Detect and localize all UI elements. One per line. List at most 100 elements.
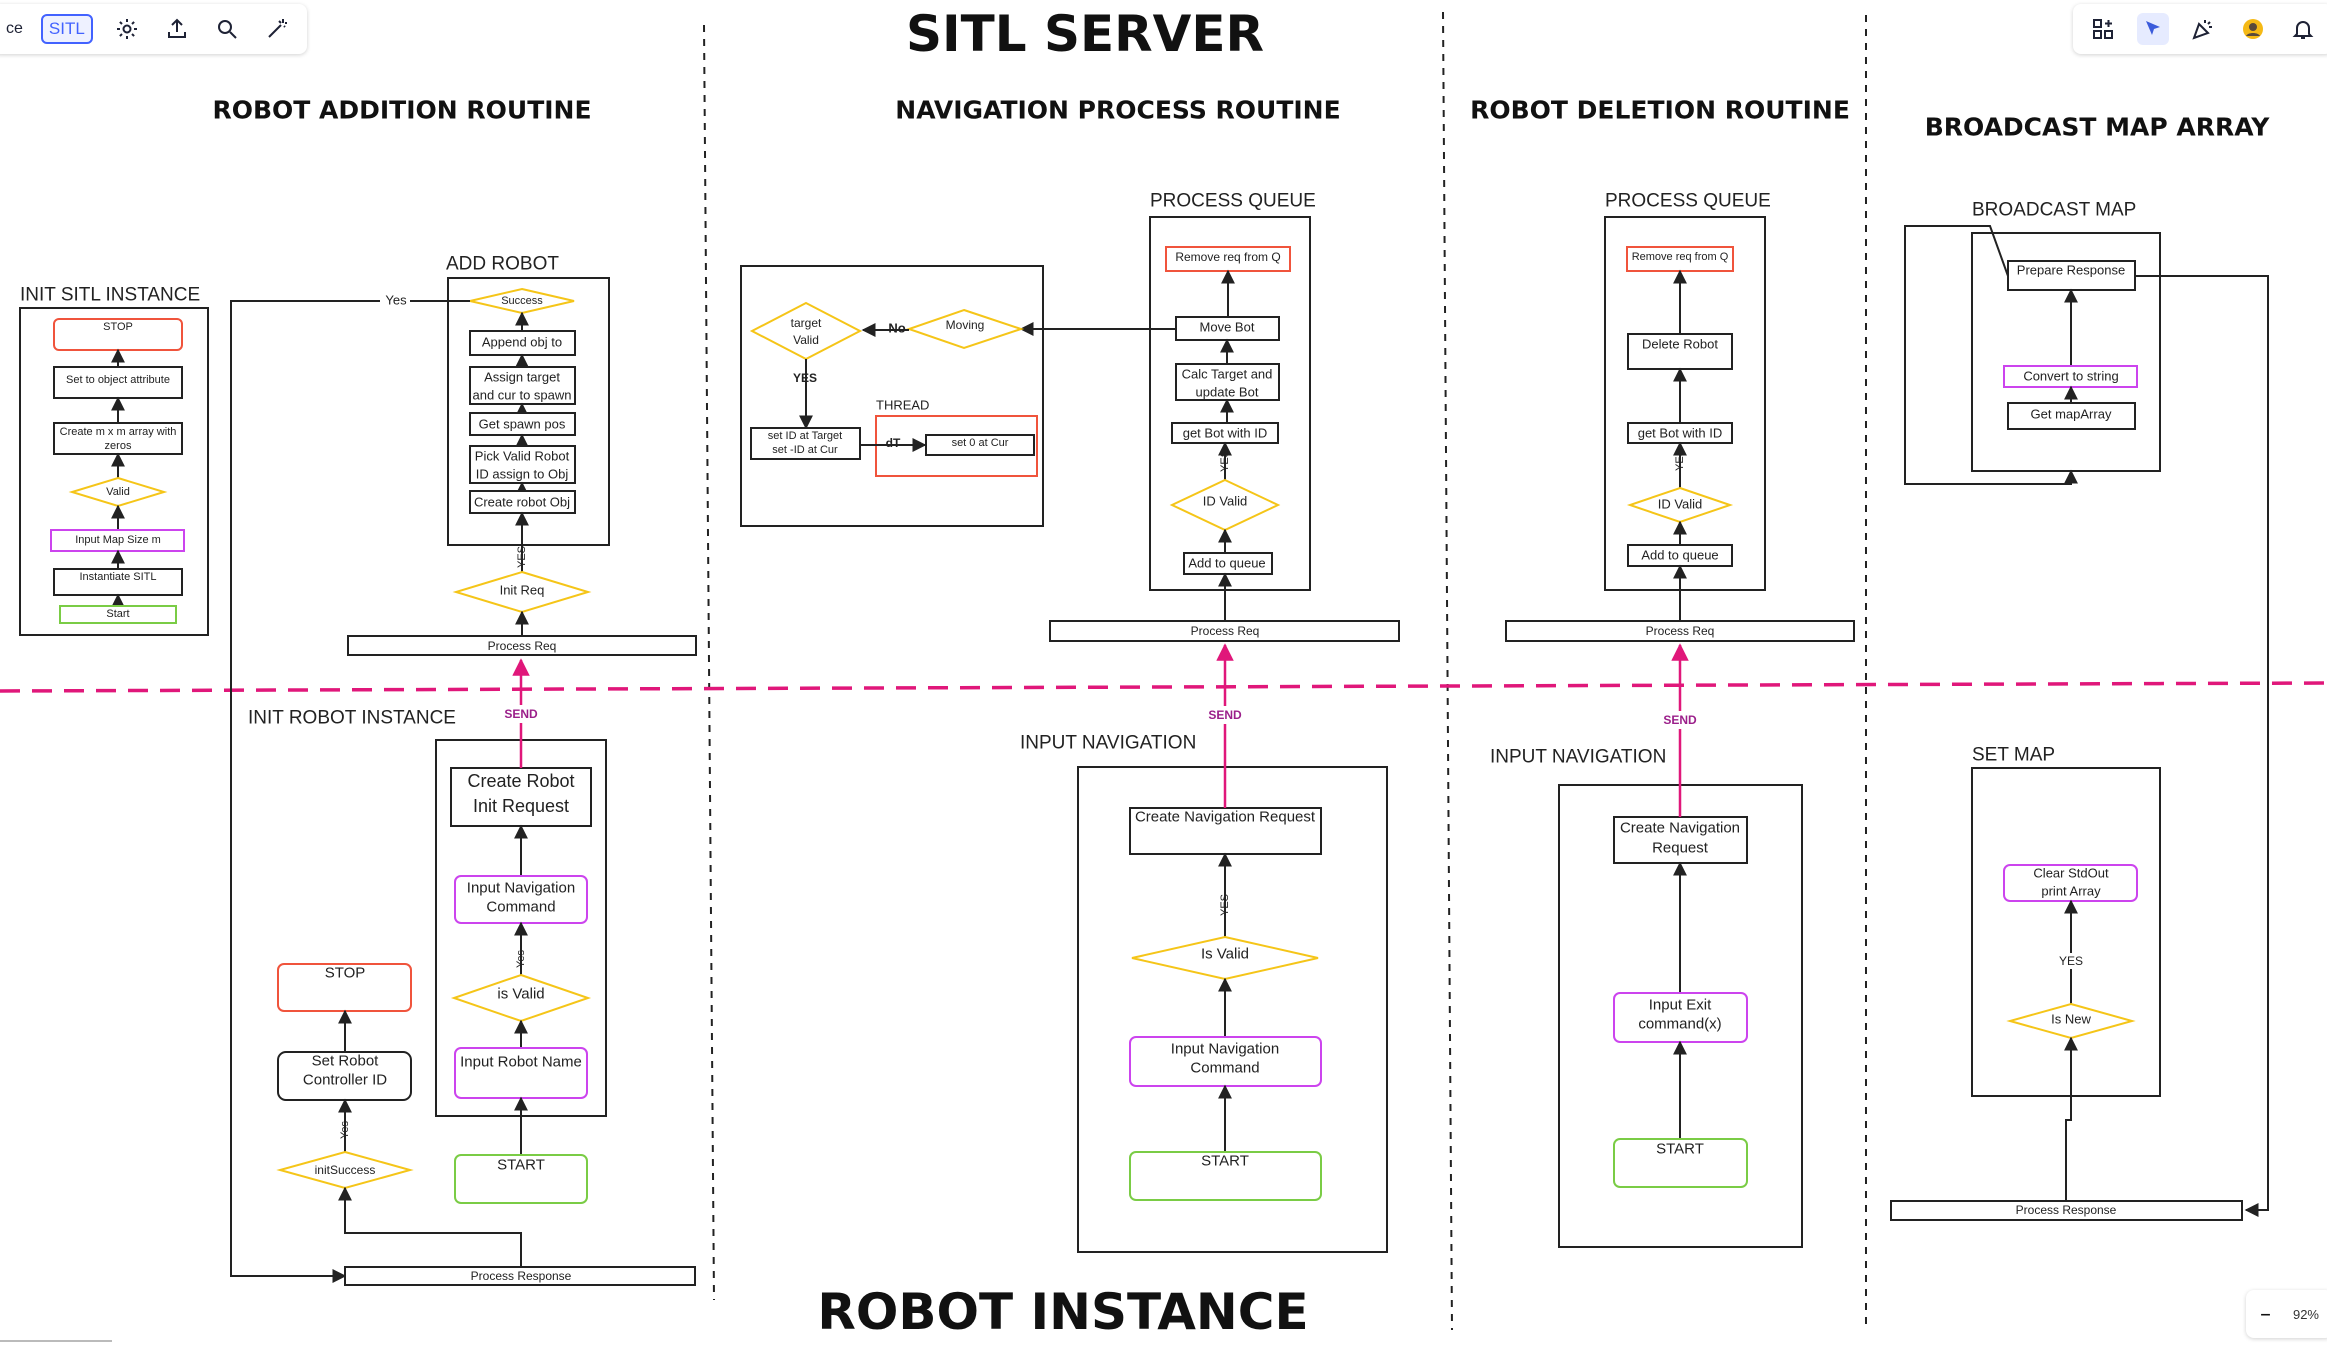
cursor-icon[interactable] [2137,13,2169,45]
node-input-exit-l2: command(x) [1638,1016,1721,1033]
edge-label-yes-del-id: YES [1674,449,1686,471]
node-convert-string-label: Convert to string [2023,369,2118,384]
node-start-del[interactable] [1613,1138,1748,1188]
divider-2 [1442,11,1453,1331]
node-nav-remove[interactable] [1165,246,1291,272]
upload-icon[interactable] [161,13,193,45]
node-del-get-bot-label: get Bot with ID [1638,426,1723,441]
node-input-nav-cmd-l2: Command [486,899,555,916]
node-input-robot-name-label: Input Robot Name [460,1054,582,1071]
node-process-req-nav-label: Process Req [1191,624,1260,638]
node-input-nav-cmd2-l2: Command [1190,1060,1259,1077]
node-input-exit-l1: Input Exit [1649,997,1712,1014]
frame-init-sitl[interactable] [19,307,209,636]
node-start-robot-label: START [497,1157,545,1174]
edge-label-yes-target: YES [793,371,817,385]
edge-label-yes-valid: Yes [515,950,527,968]
edge-label-send-del: SEND [1663,713,1697,727]
frame-title-input-nav-del: INPUT NAVIGATION [1490,747,1666,768]
title-robot-instance: ROBOT INSTANCE [817,1283,1308,1341]
zoom-controls: – 92% [2245,1290,2327,1338]
node-get-map-array-label: Get mapArray [2031,407,2112,422]
frame-del-queue[interactable] [1604,216,1766,591]
edge-label-yes-success: Yes [385,293,407,308]
node-set-zero[interactable] [925,434,1035,456]
node-nav-move-label: Move Bot [1200,320,1255,335]
node-is-valid-robot-label: is Valid [497,986,544,1003]
node-process-req-add[interactable] [347,635,697,656]
node-add-pick-l1: Pick Valid Robot [475,449,570,464]
node-robot-stop-label: STOP [325,965,366,982]
send-divider [0,681,2327,693]
apps-icon[interactable] [2087,13,2119,45]
node-process-response[interactable] [344,1266,696,1286]
node-nav-get-bot-label: get Bot with ID [1183,426,1268,441]
node-start-nav-label: START [1201,1153,1249,1170]
node-create-nav-req2-l1: Create Navigation [1620,820,1740,837]
node-process-req-del[interactable] [1505,620,1855,642]
node-set-id[interactable] [750,427,861,460]
node-add-append-label: Append obj to [482,335,562,350]
node-input-nav-cmd2-l1: Input Navigation [1171,1041,1279,1058]
node-create-robot-req[interactable] [450,767,592,827]
sitl-board-button[interactable]: SITL [40,14,93,44]
node-process-response-map[interactable] [1890,1200,2243,1221]
node-start-robot[interactable] [454,1154,588,1204]
node-nav-calc[interactable] [1175,363,1280,401]
toolbar-partial-label[interactable]: ce [6,20,23,37]
node-sitl-valid-label: Valid [106,486,130,498]
node-get-map-array[interactable] [2007,402,2136,430]
celebrate-icon[interactable] [2187,13,2219,45]
node-process-req-del-label: Process Req [1646,624,1715,638]
node-sitl-start[interactable] [59,605,177,624]
zoom-level[interactable]: 92% [2292,1306,2319,1322]
node-sitl-input-map-label: Input Map Size m [75,534,161,546]
node-nav-remove-label: Remove req from Q [1175,250,1280,264]
node-set-zero-label: set 0 at Cur [952,437,1009,449]
gear-icon[interactable] [111,13,143,45]
frame-add-robot[interactable] [447,277,610,546]
node-target-valid-l2: Valid [793,333,819,347]
node-create-robot-l2: Init Request [473,796,569,816]
node-target-valid[interactable] [749,301,863,361]
node-add-append[interactable] [469,330,576,356]
bell-icon[interactable] [2287,13,2319,45]
avatar[interactable] [2237,13,2269,45]
frame-movement[interactable] [740,265,1044,527]
section-robot-addition: ROBOT ADDITION ROUTINE [212,96,591,125]
zoom-out-button[interactable]: – [2259,1301,2271,1327]
node-del-add-queue-label: Add to queue [1641,548,1718,563]
node-create-nav-req-label: Create Navigation Request [1135,809,1316,826]
node-create-robot-l1: Create Robot [467,771,574,791]
node-moving[interactable] [905,308,1025,350]
node-nav-add-queue-label: Add to queue [1188,556,1265,571]
divider-1 [703,24,715,1301]
frame-title-thread: THREAD [876,398,929,413]
node-sitl-instantiate-label: Instantiate SITL [79,571,156,583]
frame-input-nav[interactable] [1077,766,1388,1253]
frame-nav-queue[interactable] [1149,216,1311,591]
magic-icon[interactable] [261,13,293,45]
edge-label-no: No [888,321,905,336]
search-icon[interactable] [211,13,243,45]
node-del-remove[interactable] [1626,246,1734,272]
edge-label-yes-is-new: YES [2059,954,2083,968]
node-is-valid-nav-label: Is Valid [1201,946,1249,963]
frame-set-map[interactable] [1971,767,2161,1097]
node-init-success-label: initSuccess [315,1163,376,1177]
node-clear-l2: print Array [2041,884,2101,899]
node-sitl-create-array[interactable] [53,422,183,455]
horizontal-scrollbar[interactable] [0,1340,112,1342]
node-add-assign-l2: and cur to spawn [472,388,571,403]
node-sitl-set-attr-label: Set to object attribute [66,374,170,386]
node-sitl-create-l1: Create m x m array with [60,426,177,438]
node-start-nav[interactable] [1129,1151,1322,1201]
frame-title-set-map: SET MAP [1972,745,2055,766]
node-sitl-instantiate[interactable] [53,568,183,596]
node-clear-l1: Clear StdOut [2033,866,2109,881]
node-process-req-nav[interactable] [1049,620,1400,642]
node-process-req-add-label: Process Req [488,639,557,653]
node-is-new-label: Is New [2051,1012,2091,1027]
